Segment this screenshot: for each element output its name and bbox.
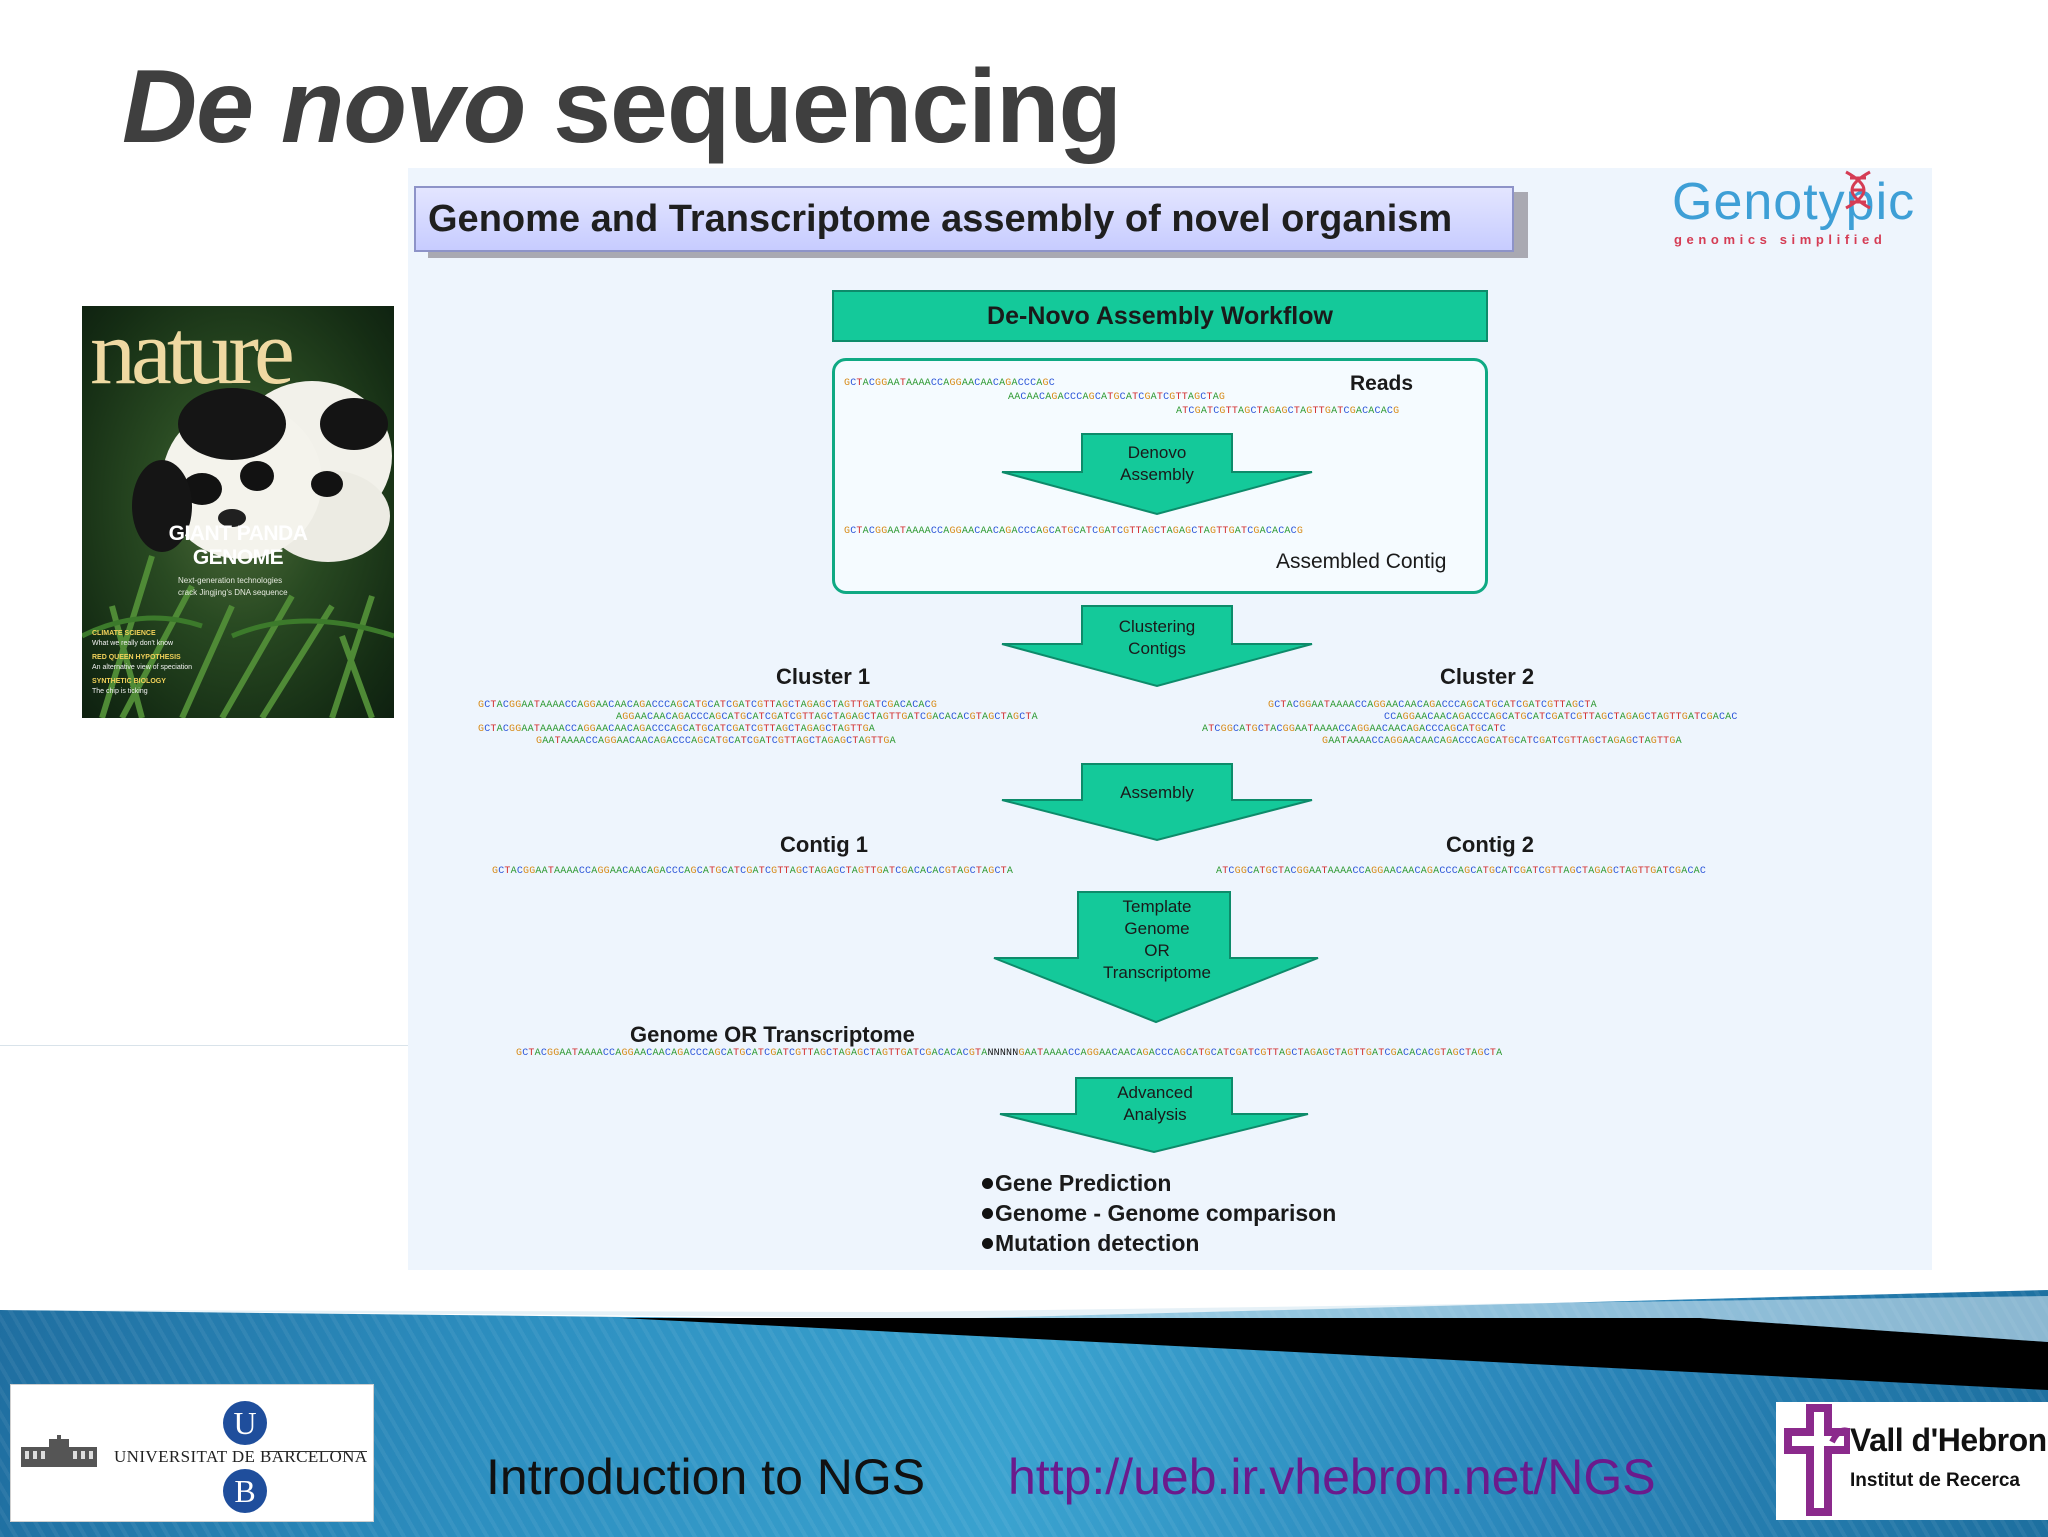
footer-url-link[interactable]: http://ueb.ir.vhebron.net/NGS [1008,1449,1656,1505]
vh-name: Vall d'Hebron [1850,1422,2047,1458]
cover-masthead: nature [90,306,295,403]
building-icon [21,1435,97,1467]
bullet-text: Genome - Genome comparison [995,1200,1337,1226]
ub-u-emblem: U [223,1401,267,1445]
cluster-1-sequence-1: GCTACGGAATAAAACCAGGAACAACAGACCCAGCATGCAT… [478,700,938,711]
template-step-line-4: Transcriptome [1102,963,1211,982]
advanced-step-line-1: Advanced [1117,1083,1193,1102]
figure-title-box: Genome and Transcriptome assembly of nov… [414,186,1514,252]
contig-2-sequence: ATCGGCATGCTACGGAATAAAACCAGGAACAACAGACCCA… [1216,866,1707,877]
cover-subline-1: Next-generation technologies [178,576,283,585]
slide-title: De novo sequencing [122,48,1122,167]
denovo-step-line-2: Assembly [1120,465,1194,484]
assembly-step-line-1: Assembly [1120,783,1194,802]
template-step-line-3: OR [1144,941,1170,960]
read-sequence-1: GCTACGGAATAAAACCAGGAACAACAGACCCAGC [844,378,1055,389]
cover-topic-1: CLIMATE SCIENCE [92,630,156,637]
denovo-step-line-1: Denovo [1127,443,1187,462]
genotypic-logo: Genotypic genomics simplified [1672,168,1928,262]
read-sequence-2: AACAACAGACCCAGCATGCATCGATCGTTAGCTAG [1008,392,1226,403]
cluster-1-label: Cluster 1 [776,664,871,689]
genotypic-brand-word: Genotypic [1672,173,1916,231]
ub-divider [267,1451,367,1452]
bullet-dot-icon [982,1238,993,1249]
denovo-step-label: Denovo Assembly [1082,442,1232,486]
dna-helix-icon [1845,170,1871,210]
slide-title-italic: De novo [122,49,526,165]
vall-dhebron-emblem-icon [1784,1404,1850,1516]
cover-topic-3-sub: The chip is ticking [92,688,148,695]
bullet-item: Genome - Genome comparison [982,1198,1336,1228]
clustering-step-line-2: Contigs [1128,639,1186,658]
contig-2-label: Contig 2 [1446,832,1534,857]
clustering-step-line-1: Clustering [1118,617,1196,636]
vall-dhebron-logo: Vall d'Hebron Institut de Recerca [1776,1402,2048,1520]
assembly-step-label: Assembly [1082,782,1232,804]
bullet-text: Mutation detection [995,1230,1200,1256]
ub-name: UNIVERSITAT DE BARCELONA [114,1447,368,1466]
cover-headline-1: GIANT PANDA [168,522,308,545]
cluster-2-sequence-2: CCAGGAACAACAGACCCAGCATGCATCGATCGTTAGCTAG… [1384,712,1738,723]
bullet-dot-icon [982,1208,993,1219]
cluster-1-sequence-2: AGGAACAACAGACCCAGCATGCATCGATCGTTAGCTAGAG… [616,712,1038,723]
template-arrow-icon [993,891,1319,1024]
contig-1-sequence: GCTACGGAATAAAACCAGGAACAACAGACCCAGCATGCAT… [492,866,1014,877]
advanced-step-line-2: Analysis [1123,1105,1187,1124]
ub-b-emblem: B [223,1469,267,1513]
assembled-contig-label: Assembled Contig [1276,550,1447,573]
template-step-label: Template Genome OR Transcriptome [1082,896,1232,984]
cover-topic-2-sub: An alternative view of speciation [92,664,192,671]
cluster-2-sequence-4: GAATAAAACCAGGAACAACAGACCCAGCATGCATCGATCG… [1322,736,1682,747]
panda-illustration [82,381,394,718]
cluster-2-sequence-3: ATCGGCATGCTACGGAATAAAACCAGGAACAACAGACCCA… [1202,724,1506,735]
cover-topic-1-sub: What we really don't know [92,640,174,647]
genome-sequence: GCTACGGAATAAAACCAGGAACAACAGACCCAGCATGCAT… [516,1048,1503,1059]
bullet-item: Mutation detection [982,1228,1336,1258]
bullet-dot-icon [982,1178,993,1189]
template-step-line-2: Genome [1124,919,1190,938]
slide-title-rest: sequencing [525,49,1122,165]
clustering-step-label: Clustering Contigs [1082,616,1232,660]
cover-topic-3: SYNTHETIC BIOLOGY [92,678,166,685]
assembly-arrow-icon [1001,763,1313,842]
read-sequence-3: ATCGATCGTTAGCTAGAGCTAGTTGATCGACACACG [1176,406,1400,417]
advanced-analysis-arrow-icon [999,1077,1309,1154]
cluster-2-sequence-1: GCTACGGAATAAAACCAGGAACAACAGACCCAGCATGCAT… [1268,700,1597,711]
genome-label: Genome OR Transcriptome [630,1022,915,1047]
clustering-arrow-icon [1001,605,1313,688]
analysis-bullet-list: Gene Prediction Genome - Genome comparis… [982,1168,1336,1258]
figure-title: Genome and Transcriptome assembly of nov… [428,198,1453,240]
template-step-line-1: Template [1122,897,1192,916]
footer-course-title: Introduction to NGS [486,1449,926,1505]
left-divider [0,1045,408,1046]
contig-1-label: Contig 1 [780,832,868,857]
cover-headline-2: GENOME [192,546,284,569]
vh-subname: Institut de Recerca [1850,1470,2020,1491]
cluster-1-sequence-3: GCTACGGAATAAAACCAGGAACAACAGACCCAGCATGCAT… [478,724,875,735]
nature-cover-image: nature GIANT PANDA GENOME Next-generatio… [82,306,394,718]
genotypic-tagline: genomics simplified [1674,232,1887,247]
footer-accent-stripe [0,1282,2048,1390]
cluster-1-sequence-4: GAATAAAACCAGGAACAACAGACCCAGCATGCATCGATCG… [536,736,896,747]
cluster-2-label: Cluster 2 [1440,664,1535,689]
bullet-text: Gene Prediction [995,1170,1172,1196]
bullet-item: Gene Prediction [982,1168,1336,1198]
denovo-assembly-arrow-icon [1001,433,1313,516]
universitat-de-barcelona-logo: UNIVERSITAT DE BARCELONA U B [10,1384,374,1522]
reads-label: Reads [1350,372,1414,395]
advanced-step-label: Advanced Analysis [1080,1082,1230,1126]
workflow-header: De-Novo Assembly Workflow [832,290,1488,342]
cover-topic-2: RED QUEEN HYPOTHESIS [92,654,181,661]
cover-subline-2: crack Jingjing's DNA sequence [178,588,288,597]
assembled-contig-sequence: GCTACGGAATAAAACCAGGAACAACAGACCCAGCATGCAT… [844,526,1304,537]
